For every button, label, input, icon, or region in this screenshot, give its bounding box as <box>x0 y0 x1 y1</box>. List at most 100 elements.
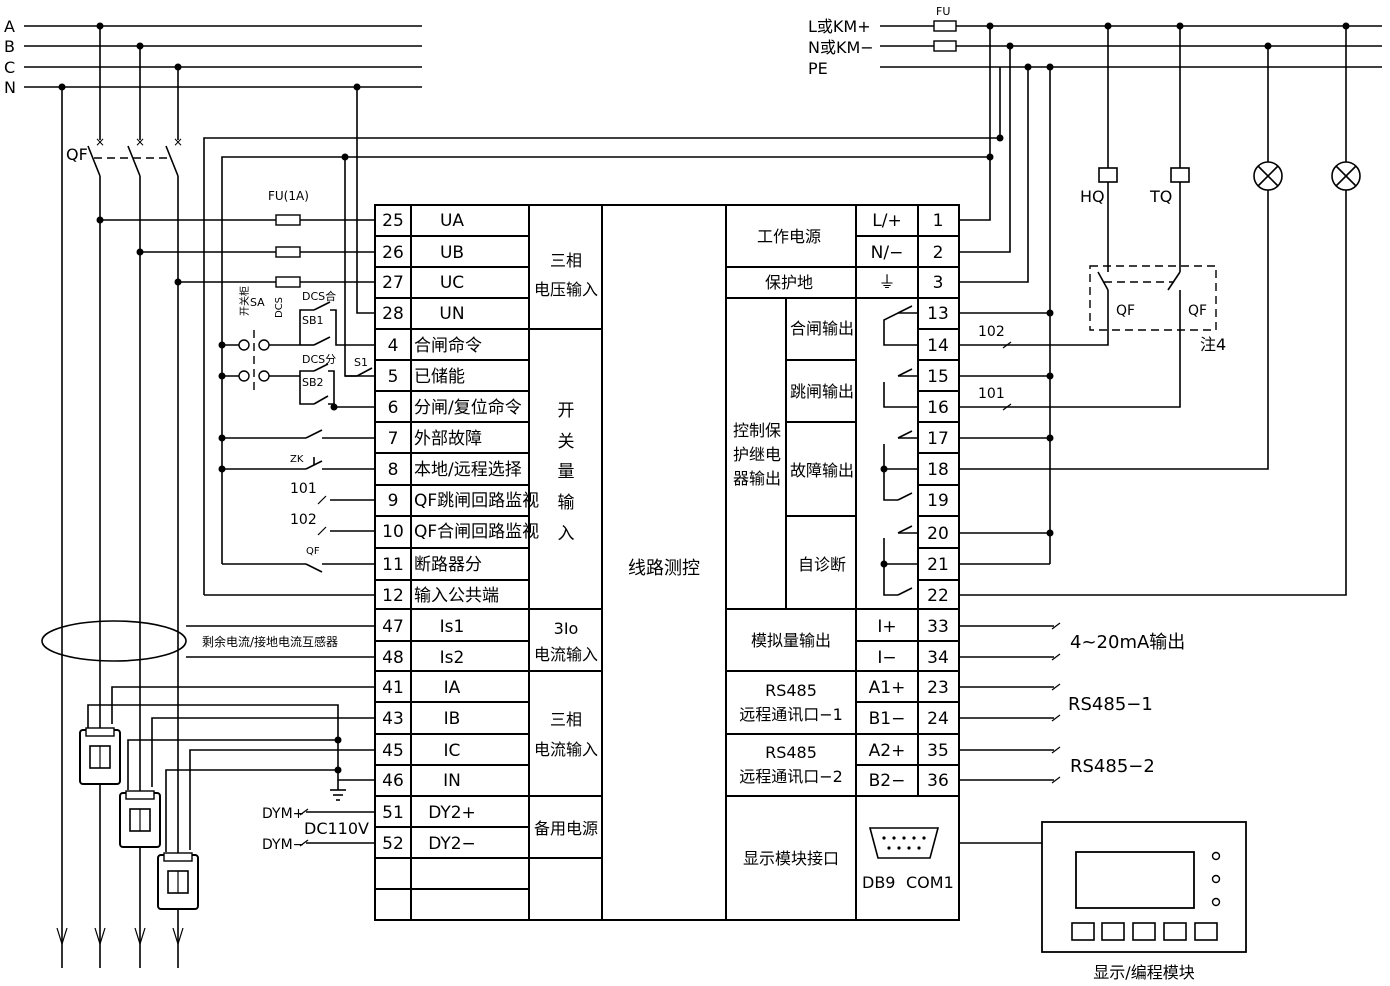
display-module-label: 显示/编程模块 <box>1093 963 1194 982</box>
indicator-lamps <box>1253 26 1361 191</box>
right-terminal-number: 33 <box>927 617 949 637</box>
right-terminal-label: L/+ <box>872 211 901 231</box>
pe-label: PE <box>808 59 828 78</box>
rs485-2-label: RS485−2 <box>1070 756 1155 777</box>
dcs-close-label: DCS合 <box>302 289 336 303</box>
left-terminal-label: DY2− <box>428 834 476 854</box>
left-terminal-number: 6 <box>388 398 399 418</box>
dcs-open-label: DCS分 <box>302 353 336 366</box>
rs485-2-line1: RS485 <box>765 743 817 762</box>
right-terminal-number: 18 <box>927 460 949 480</box>
rs485-1-line1: RS485 <box>765 681 817 700</box>
relay-contacts <box>880 305 918 596</box>
three-phase-bus: A B C N <box>4 17 422 97</box>
right-terminal-number: 21 <box>927 555 949 575</box>
relay-output-line3: 器输出 <box>733 469 781 488</box>
lamp-1-icon <box>1253 161 1283 191</box>
sa-label: SA <box>250 296 265 309</box>
display-interface-label: 显示模块接口 <box>743 849 839 868</box>
switch-group-c4: 输 <box>558 493 575 513</box>
current-group-line2: 电流输入 <box>534 740 598 759</box>
tq-label: TQ <box>1149 187 1172 206</box>
left-terminal-label: 本地/远程选择 <box>414 460 522 480</box>
left-terminal-number: 7 <box>388 429 399 449</box>
ct-b-icon <box>119 790 161 848</box>
right-terminal-number: 36 <box>927 771 949 791</box>
rs485-2-line2: 远程通讯口−2 <box>739 767 843 786</box>
right-terminal-label: N/− <box>871 243 904 263</box>
self-diag-label: 自诊断 <box>798 555 846 574</box>
left-terminal-label: QF跳闸回路监视 <box>414 491 539 511</box>
left-group-labels: 三相 电压输入 开 关 量 输 入 3Io 电流输入 三相 电流输入 备用电源 <box>534 251 598 838</box>
right-terminal-number: 22 <box>927 586 949 606</box>
qf-breaker-open-label: QF <box>306 546 320 557</box>
rs485-1-label: RS485−1 <box>1068 694 1153 715</box>
left-terminal-label: 已储能 <box>414 367 465 387</box>
sb2-label: SB2 <box>302 376 324 389</box>
left-terminal-label: IA <box>444 678 461 698</box>
right-terminal-number: 35 <box>927 741 949 761</box>
switch-group-c1: 开 <box>558 401 575 421</box>
right-terminal-number: 23 <box>927 678 949 698</box>
fault-output-label: 故障输出 <box>790 461 854 480</box>
left-terminal-label: UB <box>440 243 464 263</box>
left-terminal-number: 11 <box>382 555 404 575</box>
right-terminal-number: 15 <box>927 367 949 387</box>
svg-text:×: × <box>173 135 183 149</box>
trip-output-label: 跳闸输出 <box>790 382 854 401</box>
left-terminal-label: 断路器分 <box>414 555 482 575</box>
left-terminal-number: 41 <box>382 678 404 698</box>
switch-handle-label: 开关柜 <box>238 286 251 316</box>
voltage-input-wiring: FU(1A) <box>96 26 1004 596</box>
right-terminal-number: 20 <box>927 524 949 544</box>
right-terminal-label: B2− <box>869 771 906 791</box>
left-terminal-number: 12 <box>382 586 404 606</box>
left-terminal-label: IB <box>444 709 461 729</box>
close-output-label: 合闸输出 <box>790 319 854 338</box>
left-terminal-number: 43 <box>382 709 404 729</box>
left-terminal-number: 52 <box>382 834 404 854</box>
rs485-1-line2: 远程通讯口−1 <box>739 705 843 724</box>
right-terminal-label: A2+ <box>869 741 906 761</box>
ct-c-icon <box>157 852 199 910</box>
zk-label: ZK <box>290 454 304 465</box>
left-terminal-number: 27 <box>382 273 404 293</box>
left-terminal-number: 51 <box>382 803 404 823</box>
qf-main-label: QF <box>66 145 88 164</box>
left-terminal-number: 5 <box>388 367 399 387</box>
right-terminal-number: 24 <box>927 709 949 729</box>
power-terminal-wiring <box>959 46 1029 283</box>
wire-102-left: 102 <box>290 512 317 528</box>
right-terminal-number: 14 <box>927 336 949 356</box>
right-terminal-number: 16 <box>927 398 949 418</box>
left-terminal-label: UA <box>440 211 464 231</box>
right-terminal-label: B1− <box>869 709 906 729</box>
right-terminal-number: 2 <box>933 243 944 263</box>
l-km-plus-label: L或KM+ <box>808 17 871 36</box>
left-terminal-label: UN <box>439 304 464 324</box>
device-center-label: 线路测控 <box>628 558 700 579</box>
switch-group-c2: 关 <box>558 432 575 452</box>
protect-ground-label: 保护地 <box>765 273 813 292</box>
left-terminal-label: Is2 <box>440 648 465 668</box>
right-terminal-label: ⏚ <box>879 273 896 293</box>
note4-label: 注4 <box>1200 335 1226 354</box>
hq-label: HQ <box>1080 187 1105 206</box>
right-terminal-number: 34 <box>927 648 949 668</box>
dym-minus-label: DYM− <box>262 837 304 853</box>
sb1-label: SB1 <box>302 314 324 327</box>
dym-plus-label: DYM+ <box>262 806 304 822</box>
right-terminal-number: 19 <box>927 491 949 511</box>
relay-output-line1: 控制保 <box>733 421 781 440</box>
relay-output-line2: 护继电 <box>733 445 781 464</box>
switch-input-wiring: 开关柜 SA DCS DCS合 SB1 DCS分 SB2 S1 <box>218 286 375 573</box>
right-terminal-label: I+ <box>877 617 896 637</box>
left-terminal-label: UC <box>440 273 464 293</box>
relay-output-wiring: 102 101 <box>959 63 1347 596</box>
current-input-wiring <box>79 686 375 910</box>
left-terminal-label: IN <box>443 771 461 791</box>
left-terminal-number: 45 <box>382 741 404 761</box>
analog-output-4-20-label: 4~20mA输出 <box>1070 632 1185 653</box>
svg-text:×: × <box>95 135 105 149</box>
